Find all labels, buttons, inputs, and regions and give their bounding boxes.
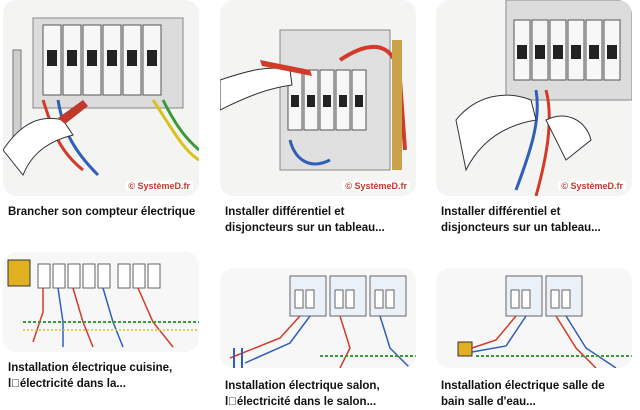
card-title-2[interactable]: Installer différentiel et disjoncteurs s… (225, 206, 385, 234)
watermark: © SystèmeD.fr (125, 181, 193, 191)
card-title-5[interactable]: Installation électrique salon, l électri… (225, 380, 380, 408)
breaker-panel-illustration (436, 0, 632, 196)
card-thumbnail-6[interactable] (436, 268, 632, 368)
watermark: © SystèmeD.fr (342, 181, 410, 191)
living-room-wiring-diagram (220, 268, 416, 368)
card-thumbnail-1[interactable]: © SystèmeD.fr (3, 0, 199, 196)
card-thumbnail-2[interactable]: © SystèmeD.fr (220, 0, 416, 196)
card-thumbnail-5[interactable] (220, 268, 416, 368)
card-title-6[interactable]: Installation électrique salle de bain sa… (441, 380, 605, 408)
bathroom-wiring-diagram (436, 268, 632, 368)
breaker-panel-illustration (220, 0, 416, 196)
card-title-4[interactable]: Installation électrique cuisine, l élect… (8, 362, 173, 390)
card-thumbnail-4[interactable] (3, 252, 199, 352)
card-title-3[interactable]: Installer différentiel et disjoncteurs s… (441, 206, 601, 234)
breaker-panel-illustration (3, 0, 199, 196)
card-title-1[interactable]: Brancher son compteur électrique (8, 206, 196, 218)
card-thumbnail-3[interactable]: © SystèmeD.fr (436, 0, 632, 196)
watermark: © SystèmeD.fr (558, 181, 626, 191)
kitchen-wiring-diagram (3, 252, 199, 352)
